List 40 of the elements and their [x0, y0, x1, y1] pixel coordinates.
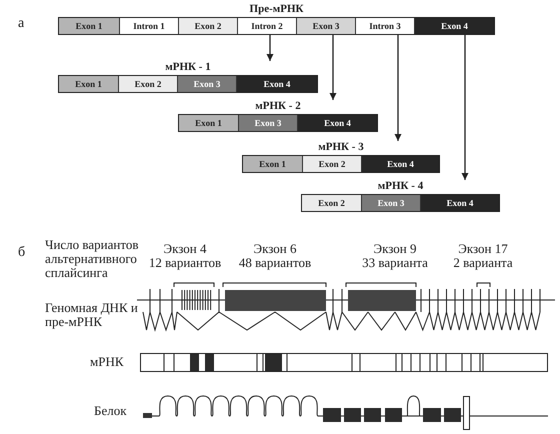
- row-label: мРНК: [90, 355, 124, 369]
- variant-count: 48 вариантов: [238, 256, 312, 270]
- transcript-heading: мРНК - 4: [376, 180, 424, 194]
- exon-segment: Exon 2: [302, 156, 361, 172]
- exon-segment: Exon 3: [177, 76, 236, 92]
- exon-segment: Exon 1: [243, 156, 302, 172]
- exon-label: Экзон 4: [162, 242, 208, 256]
- arrow: [330, 35, 336, 100]
- exon-label: Экзон 17: [457, 242, 509, 256]
- exon-segment: Exon 1: [179, 115, 238, 131]
- exon-label: Экзон 9: [372, 242, 418, 256]
- transcript-heading: Пре-мРНК: [248, 3, 304, 17]
- arrow: [462, 35, 468, 180]
- arrow: [266, 35, 274, 61]
- row-label: Геномная ДНК и пре-мРНК: [45, 301, 139, 329]
- exon-segment: Exon 2: [178, 18, 237, 34]
- exon-segment: Exon 1: [59, 76, 118, 92]
- exon-segment: Exon 2: [118, 76, 177, 92]
- arrow: [394, 35, 402, 141]
- exon-label: Экзон 6: [252, 242, 298, 256]
- exon-segment: Exon 4: [361, 156, 439, 172]
- exon-segment: Exon 3: [296, 18, 355, 34]
- exon-segment: Exon 1: [59, 18, 119, 34]
- variant-count: 33 варианта: [361, 256, 429, 270]
- exon-segment: Exon 4: [236, 76, 317, 92]
- exon-segment: Exon 4: [297, 115, 377, 131]
- variant-count: 2 варианта: [452, 256, 514, 270]
- exon-segment: Exon 3: [361, 195, 420, 211]
- exon-segment: Exon 4: [420, 195, 499, 211]
- exon-segment: Exon 3: [238, 115, 297, 131]
- row-label: Белок: [94, 404, 127, 418]
- transcript-heading: мРНК - 3: [317, 141, 365, 155]
- row-label: Число вариантов альтернативного сплайсинга: [45, 238, 140, 280]
- variant-count: 12 вариантов: [148, 256, 222, 270]
- panel-letter: б: [18, 246, 26, 260]
- exon-segment: Exon 2: [302, 195, 361, 211]
- exon-segment: Exon 4: [414, 18, 494, 34]
- transcript-heading: мРНК - 2: [254, 100, 302, 114]
- panel-letter: а: [18, 17, 24, 31]
- transcript-heading: мРНК - 1: [164, 61, 212, 75]
